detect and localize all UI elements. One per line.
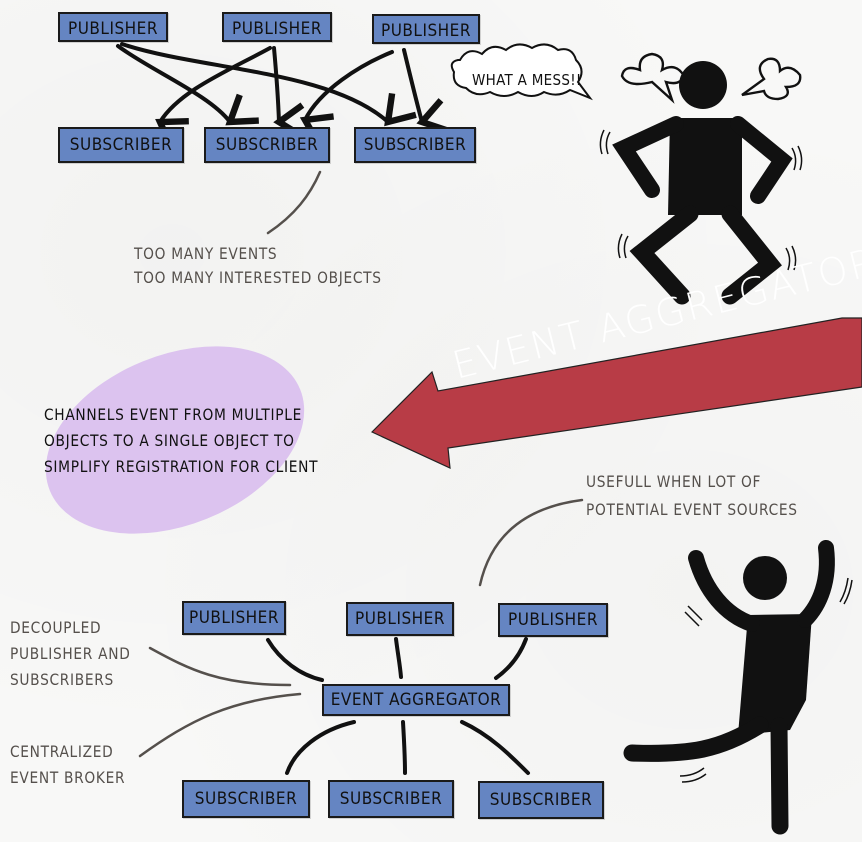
note-pointer-line — [148, 646, 292, 687]
connector-line — [494, 637, 528, 680]
happy-figure-icon — [623, 540, 835, 835]
publisher-box[interactable]: PUBLISHER — [346, 602, 454, 636]
subscriber-box[interactable]: SUBSCRIBER — [204, 127, 330, 163]
speech-bubble-icon — [450, 43, 593, 101]
connector-line — [266, 638, 324, 682]
connector-line — [394, 637, 403, 679]
event-aggregator-arrow[interactable] — [370, 317, 862, 469]
connection-arrow — [272, 46, 306, 140]
note-pointer-line — [478, 498, 584, 587]
note-line: TOO MANY INTERESTED OBJECTS — [134, 268, 382, 287]
note-pointer-line — [138, 692, 302, 758]
definition-line: OBJECTS TO A SINGLE OBJECT TO — [44, 431, 295, 450]
note-line: USEFULL WHEN LOT OF — [586, 472, 762, 491]
subscriber-box[interactable]: SUBSCRIBER — [478, 781, 604, 819]
connector-line — [401, 720, 407, 775]
subscriber-box[interactable]: SUBSCRIBER — [354, 127, 476, 163]
note-line: POTENTIAL EVENT SOURCES — [586, 500, 798, 519]
publisher-box[interactable]: PUBLISHER — [498, 603, 608, 637]
too-many-note: TOO MANY EVENTS TOO MANY INTERESTED OBJE… — [134, 242, 422, 290]
note-pointer-line — [266, 170, 322, 235]
messy-connections — [116, 42, 451, 150]
steam-puff-icon — [741, 57, 802, 101]
definition-line: SIMPLIFY REGISTRATION FOR CLIENT — [44, 457, 319, 476]
publisher-box[interactable]: PUBLISHER — [58, 12, 168, 42]
definition-text: CHANNELS EVENT FROM MULTIPLE OBJECTS TO … — [44, 402, 363, 480]
note-line: PUBLISHER AND — [10, 644, 131, 663]
connector-line — [460, 720, 530, 775]
speech-bubble-text: WHAT A MESS!! — [472, 71, 582, 89]
note-line: TOO MANY EVENTS — [134, 244, 278, 263]
connection-arrow — [299, 50, 394, 147]
connection-arrow — [155, 46, 272, 150]
publisher-box[interactable]: PUBLISHER — [372, 14, 480, 44]
note-line: CENTRALIZED — [10, 742, 114, 761]
connection-arrow — [402, 48, 451, 135]
useful-note: USEFULL WHEN LOT OF POTENTIAL EVENT SOUR… — [586, 468, 832, 524]
publisher-box[interactable]: PUBLISHER — [222, 12, 332, 42]
decoupled-note: DECOUPLED PUBLISHER AND SUBSCRIBERS — [10, 615, 150, 693]
steam-puff-icon — [620, 52, 686, 104]
definition-line: CHANNELS EVENT FROM MULTIPLE — [44, 405, 302, 424]
shake-marks-icon — [599, 129, 803, 271]
note-line: SUBSCRIBERS — [10, 670, 114, 689]
motion-marks-icon — [679, 577, 853, 783]
event-aggregator-box[interactable]: EVENT AGGREGATOR — [322, 684, 510, 716]
aggregator-connections — [266, 637, 530, 775]
note-line: EVENT BROKER — [10, 768, 126, 787]
subscriber-box[interactable]: SUBSCRIBER — [58, 127, 184, 163]
connector-line — [285, 720, 356, 775]
connection-arrow — [120, 42, 417, 127]
frustrated-figure-icon — [612, 61, 793, 305]
subscriber-box[interactable]: SUBSCRIBER — [182, 780, 310, 818]
connection-arrow — [116, 44, 259, 126]
publisher-box[interactable]: PUBLISHER — [182, 601, 286, 635]
subscriber-box[interactable]: SUBSCRIBER — [328, 780, 454, 818]
note-line: DECOUPLED — [10, 618, 102, 637]
centralized-note: CENTRALIZED EVENT BROKER — [10, 739, 144, 791]
